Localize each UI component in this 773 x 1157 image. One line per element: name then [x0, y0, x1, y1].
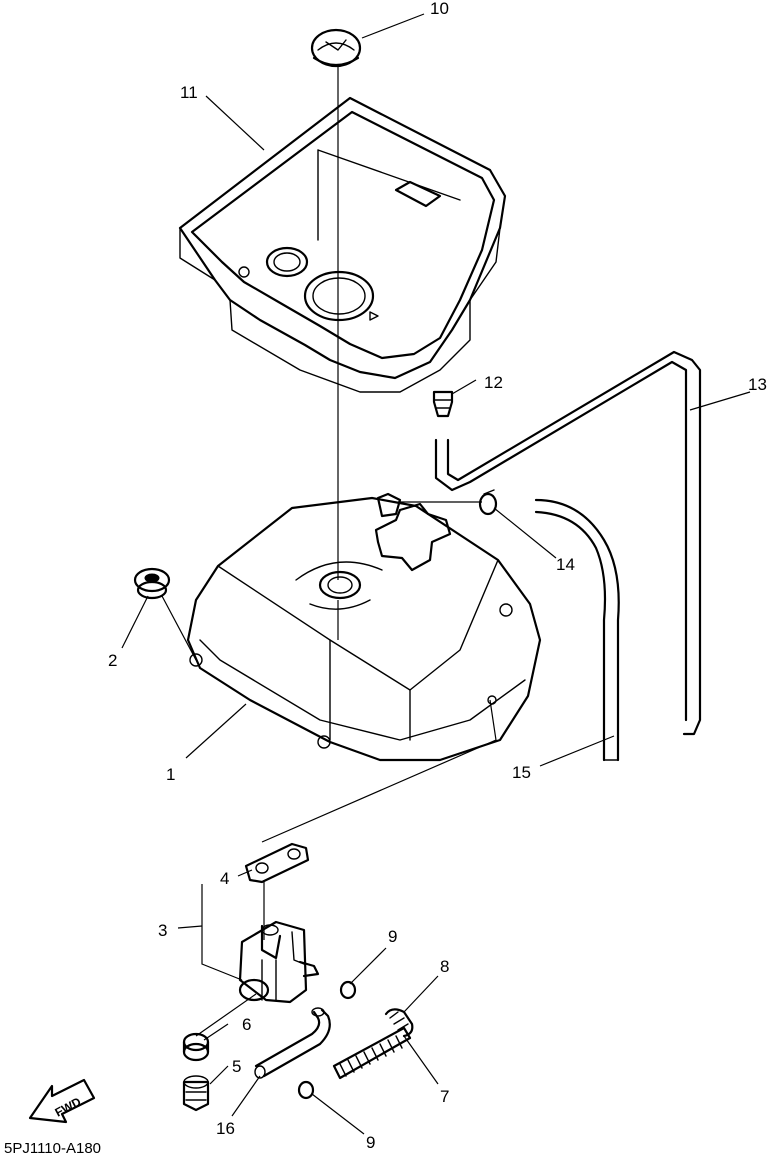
- fwd-label: FWD: [53, 1094, 84, 1119]
- part-9-clip-lower[interactable]: [297, 1080, 315, 1100]
- diagram-code: 5PJ1110-A180: [4, 1140, 101, 1157]
- callout-12: 12: [484, 373, 503, 392]
- callout-7: 7: [440, 1087, 449, 1106]
- callout-4: 4: [220, 869, 229, 888]
- callout-16: 16: [216, 1119, 235, 1138]
- part-14-clip[interactable]: [478, 489, 498, 516]
- callout-3: 3: [158, 921, 167, 940]
- part-5-bolt[interactable]: [182, 1075, 210, 1112]
- callout-leaders: [121, 13, 751, 1135]
- callout-15: 15: [512, 763, 531, 782]
- callout-14: 14: [556, 555, 575, 574]
- part-3-fuel-cock[interactable]: [238, 920, 320, 1004]
- part-8-protector[interactable]: [384, 1008, 414, 1038]
- part-11-tank-tray[interactable]: [178, 96, 507, 393]
- part-15-overflow-hose[interactable]: [534, 498, 620, 762]
- part-16-fuel-hose[interactable]: [254, 1007, 331, 1079]
- callout-6: 6: [242, 1015, 251, 1034]
- callout-2: 2: [108, 651, 117, 670]
- part-6-nut[interactable]: [182, 1032, 210, 1062]
- part-12-fitting[interactable]: [432, 390, 454, 418]
- callout-8: 8: [440, 957, 449, 976]
- callout-10: 10: [430, 0, 449, 18]
- part-10-fuel-cap[interactable]: [310, 28, 362, 68]
- callout-13: 13: [748, 375, 767, 394]
- fwd-arrow-icon: FWD: [28, 1078, 96, 1124]
- callout-9-upper: 9: [388, 927, 397, 946]
- callout-labels: 10 11 12 13 14 2 1 15 4 3 9 8 6 5 7 16 9: [108, 0, 767, 1152]
- part-1-fuel-tank[interactable]: [186, 492, 542, 762]
- assembly-lines: [195, 66, 497, 1037]
- part-9-clip-upper[interactable]: [339, 980, 357, 1000]
- callout-5: 5: [232, 1057, 241, 1076]
- callout-9-lower: 9: [366, 1133, 375, 1152]
- part-4-gasket[interactable]: [244, 842, 310, 884]
- callout-11: 11: [180, 83, 198, 102]
- callout-1: 1: [166, 765, 175, 784]
- part-13-breather-hose[interactable]: [434, 350, 702, 736]
- part-2-grommet[interactable]: [133, 567, 171, 600]
- part-7-spring-hose[interactable]: [332, 1026, 412, 1080]
